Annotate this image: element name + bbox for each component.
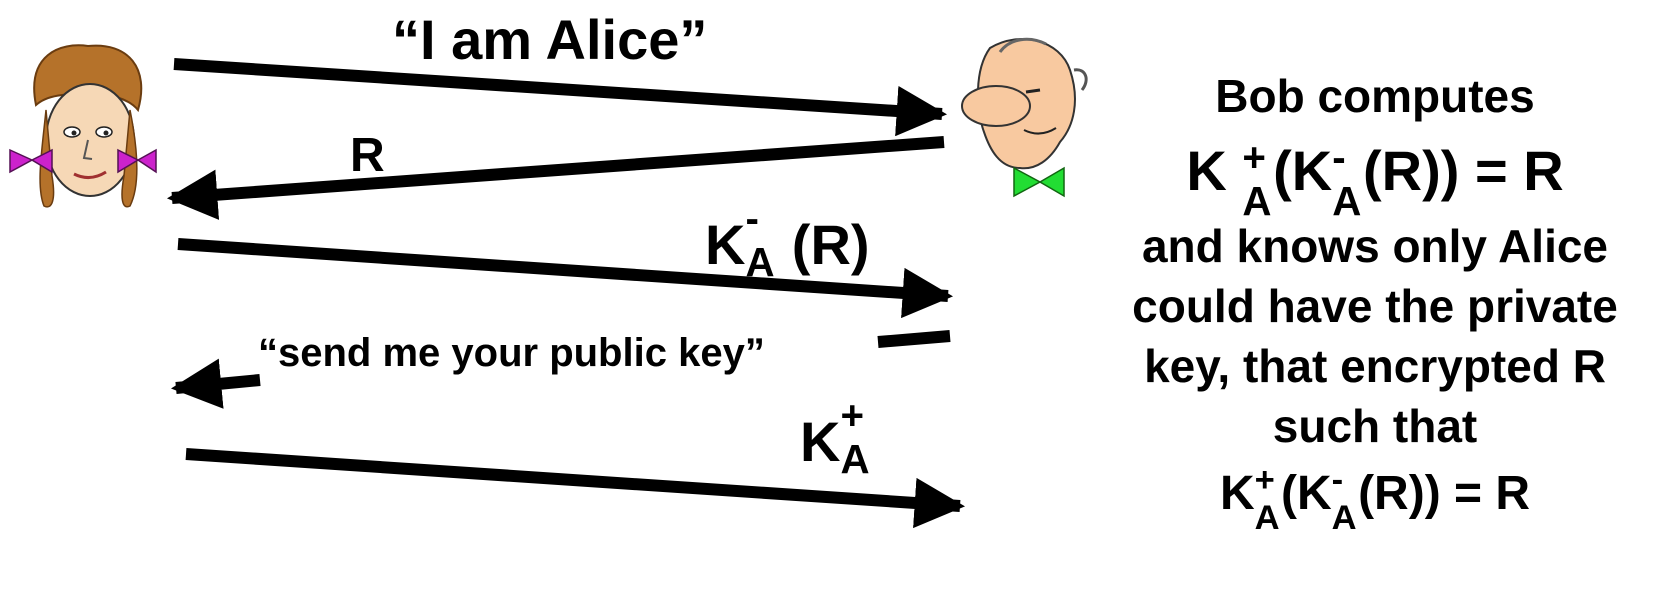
explanation-line-2: could have the private [1132,280,1618,332]
bob-explanation: Bob computes K +A(K-A(R)) = R and knows … [1080,66,1670,537]
message-public-key: K+A [800,392,871,482]
bob-computes-heading: Bob computes [1215,70,1535,122]
formula-sup-minus: - [1332,133,1346,180]
alice-figure [9,44,157,208]
key-subscript: A [840,436,870,483]
formula-close: (R)) = R [1363,139,1564,202]
formula-open: (K [1281,467,1332,520]
formula-open: (K [1273,139,1333,202]
explanation-line-1: and knows only Alice [1141,220,1609,272]
formula-sup-minus: - [1331,461,1344,499]
arrow-nonce-r [166,136,945,220]
message-encrypted-nonce: K-A (R) [705,195,870,285]
message-i-am-alice: “I am Alice” [392,8,708,71]
key-subscript: A [745,239,775,286]
arrow-encrypted-r [177,238,954,319]
bob-figure [961,37,1088,198]
message-encrypted-nonce-rest: (R) [776,213,870,276]
message-send-public-key: “send me your public key” [258,331,765,375]
key-superscript: - [745,194,759,241]
formula-sub-a: A [1331,499,1357,537]
key-symbol: K [705,213,746,276]
formula-close: (R)) = R [1358,467,1531,520]
key-superscript: + [840,391,864,438]
arrow-request-key-tail [877,330,951,348]
message-nonce-r: R [350,129,385,182]
key-symbol: K [800,410,841,473]
formula-sub-a: A [1254,499,1280,537]
formula-sub-a: A [1332,178,1362,225]
formula-sub-a: A [1242,178,1272,225]
arrow-public-key [185,448,966,529]
formula-key: K [1186,139,1227,202]
formula-sup-plus: + [1254,461,1275,499]
formula-check-2: K+A(K-A(R)) = R [1080,456,1670,537]
explanation-line-4: such that [1272,400,1478,452]
formula-key: K [1219,467,1255,520]
explanation-line-3: key, that encrypted R [1144,340,1606,392]
arrow-i-am-alice [173,58,948,137]
formula-sup-plus: + [1242,133,1266,180]
arrow-request-key [170,358,261,409]
formula-check-1: K +A(K-A(R)) = R [1080,126,1670,224]
